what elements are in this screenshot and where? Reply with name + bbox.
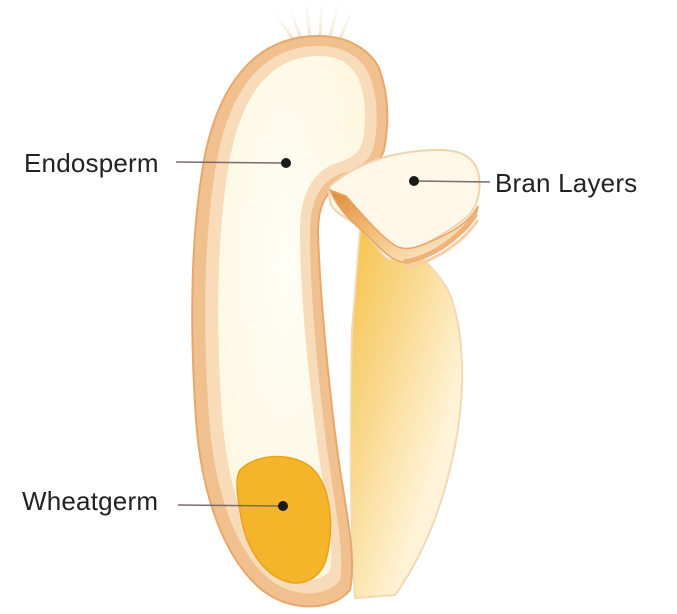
endosperm-leader: [176, 162, 284, 163]
wheatgerm-leader: [178, 505, 280, 506]
bran-leader: [416, 181, 490, 182]
endosperm-label: Endosperm: [24, 150, 159, 176]
brush-hairs: [276, 4, 352, 38]
wheatgerm-dot: [278, 501, 288, 511]
endosperm-dot: [281, 158, 291, 168]
bran-layers-label: Bran Layers: [495, 170, 637, 196]
wheatgerm-label: Wheatgerm: [22, 488, 158, 514]
bran-sheet-back: [351, 230, 462, 598]
bran-dot: [409, 176, 419, 186]
